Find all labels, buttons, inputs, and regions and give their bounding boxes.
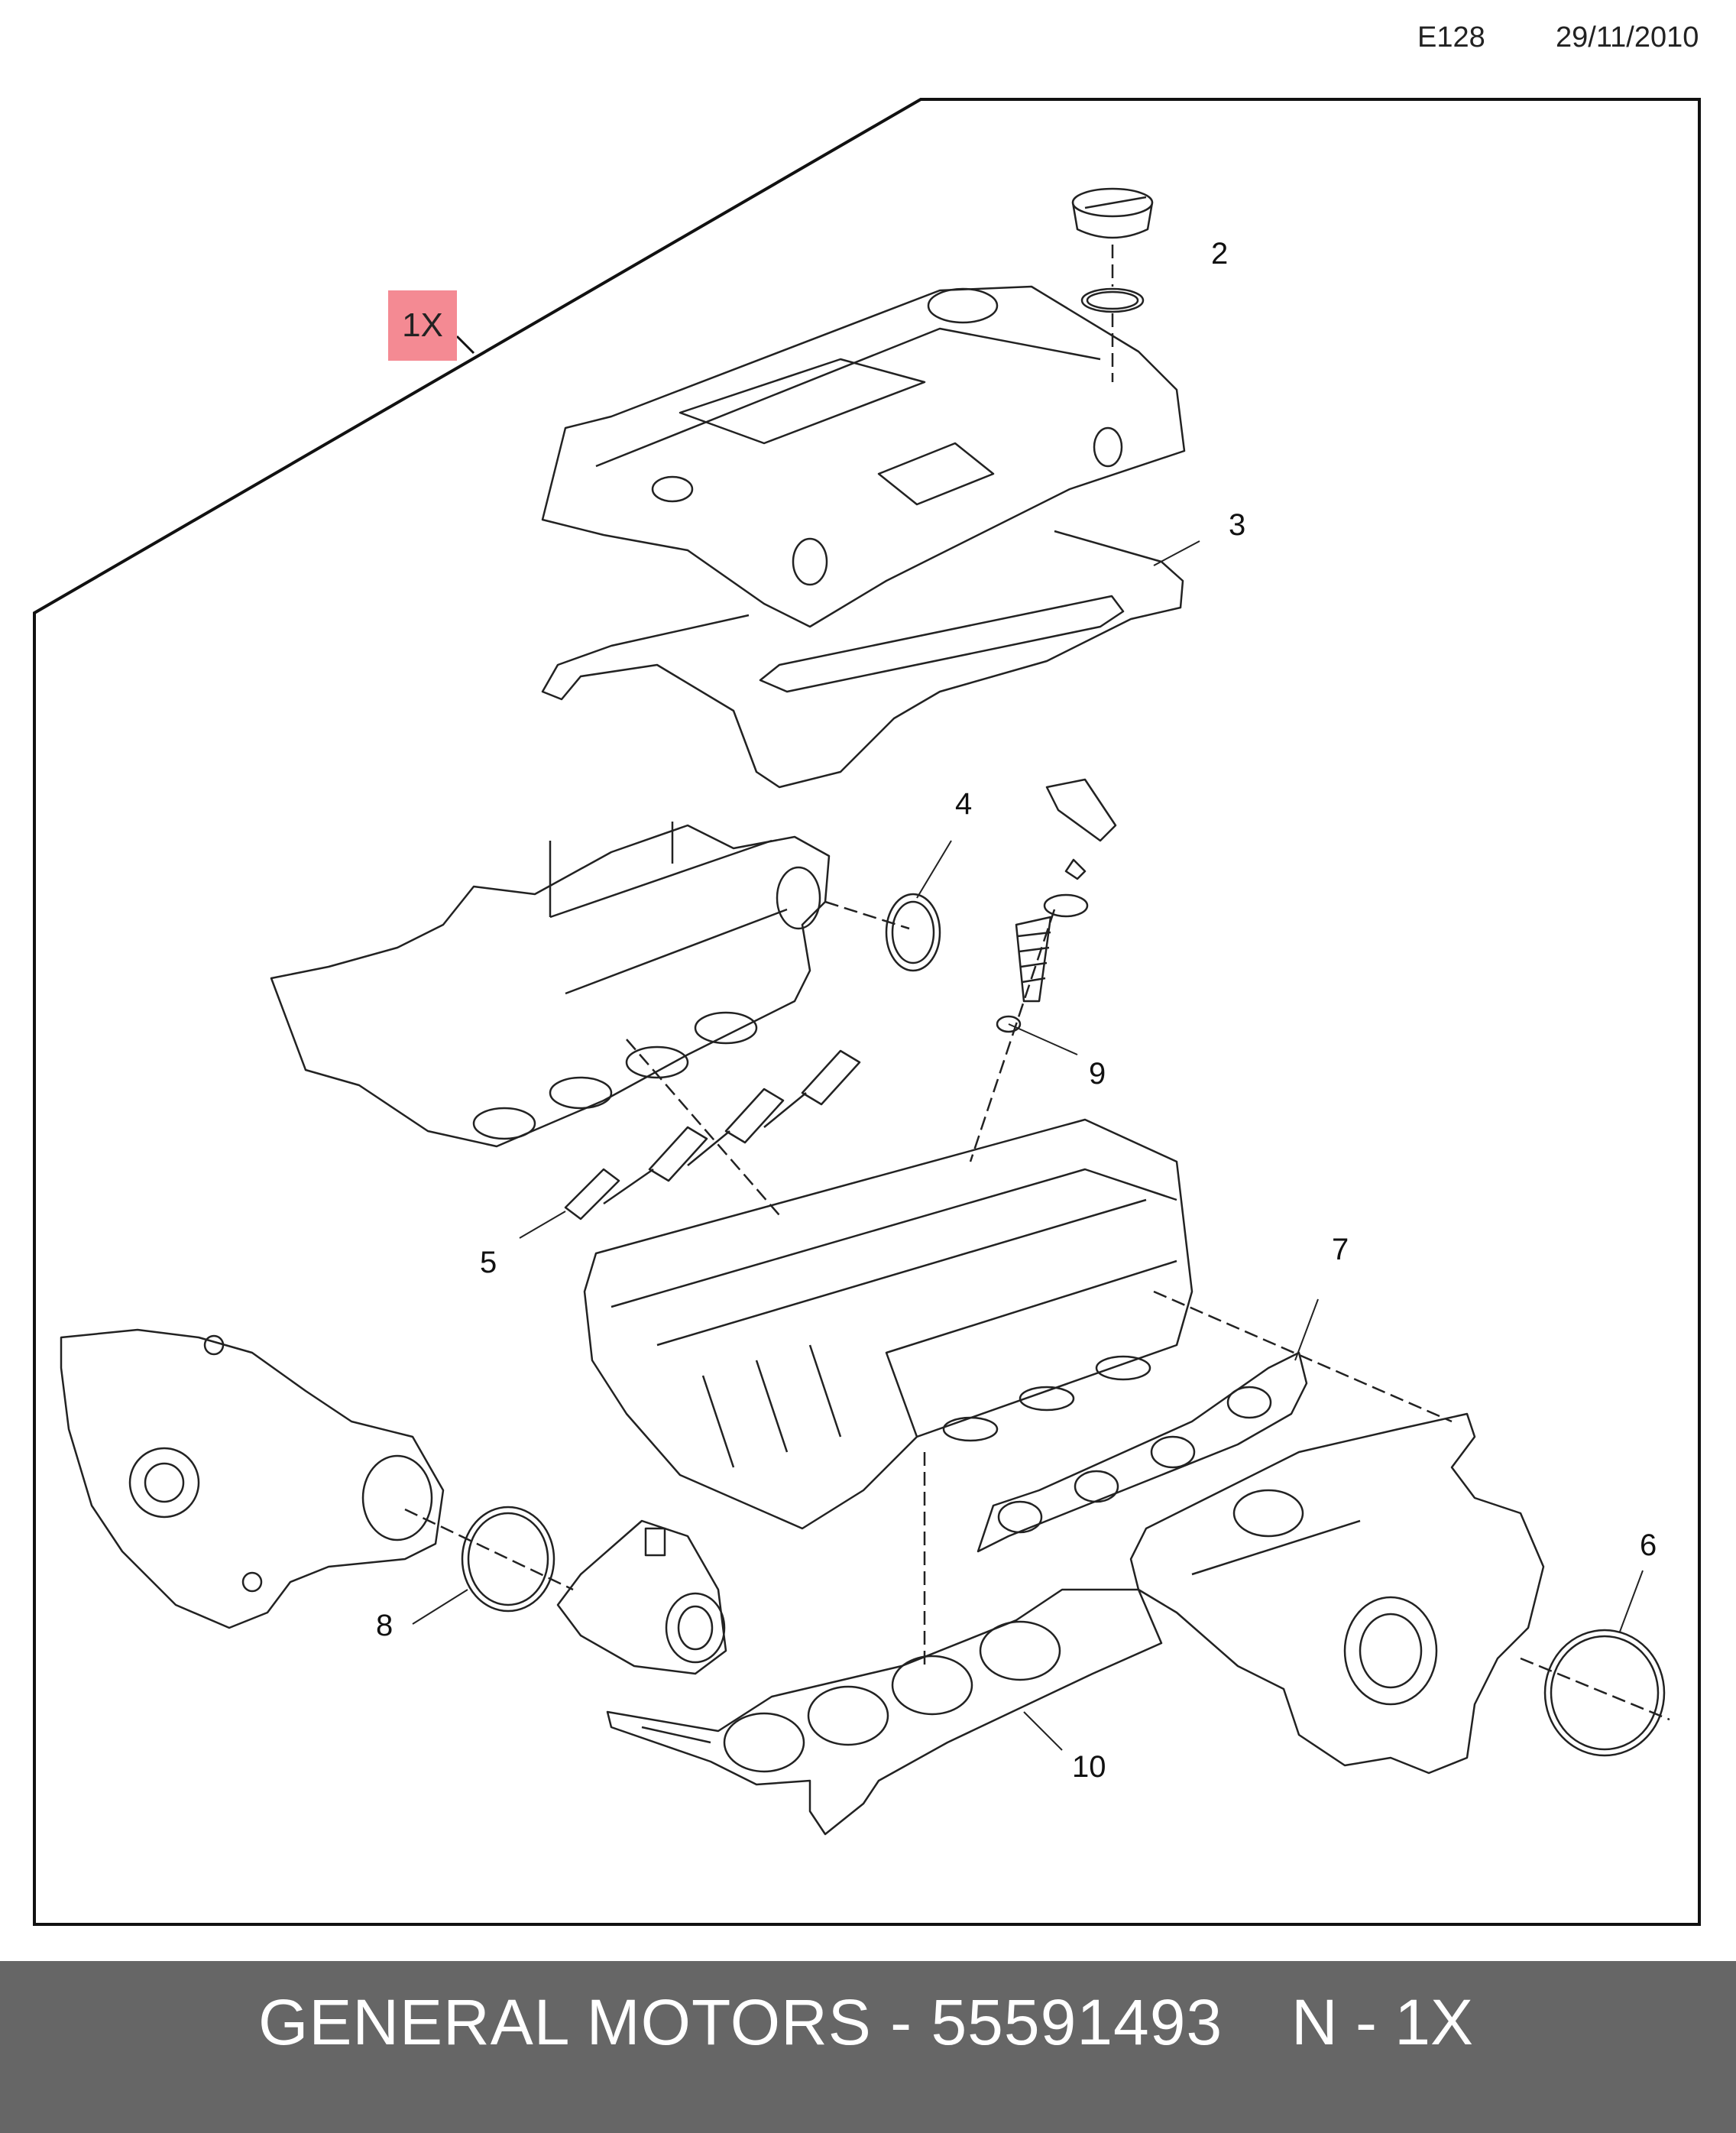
turbo-outlet-seal [1543, 1629, 1666, 1757]
valve-train-components [996, 778, 1117, 1033]
cylinder-head [583, 1118, 1194, 1530]
exploded-parts-diagram: 2 3 4 5 6 7 8 9 10 [33, 98, 1701, 1926]
quantity-text: N - 1X [1291, 1986, 1474, 2058]
cap-seal-ring [1080, 287, 1145, 313]
callout-7: 7 [1332, 1233, 1349, 1266]
callout-9: 9 [1089, 1057, 1106, 1091]
callout-3: 3 [1229, 508, 1245, 542]
kit-quantity-label: 1X [388, 290, 457, 361]
turbocharger [1129, 1412, 1545, 1775]
footer-banner: GENERAL MOTORS - 55591493 N - 1X [0, 1961, 1736, 2133]
intake-manifold [270, 822, 831, 1148]
thermostat-housing [60, 1328, 445, 1629]
callout-6: 6 [1640, 1528, 1657, 1562]
diagram-date: 29/11/2010 [1556, 21, 1699, 53]
throttle-body-seal [885, 893, 941, 972]
oil-filler-cap [1071, 187, 1154, 239]
kit-boundary [33, 98, 1701, 1926]
valve-cover-gasket [541, 530, 1184, 789]
callout-8: 8 [376, 1609, 393, 1642]
callout-2: 2 [1211, 237, 1228, 271]
kit-label-leader [455, 335, 475, 355]
thermostat-seal [461, 1506, 555, 1613]
exhaust-manifold-gasket [976, 1351, 1308, 1553]
diagram-code: E128 [1417, 21, 1485, 53]
callout-4: 4 [955, 787, 972, 821]
valve-cover [541, 285, 1186, 628]
part-number-text: GENERAL MOTORS - 55591493 [258, 1986, 1223, 2058]
intake-manifold-gaskets [564, 1049, 861, 1220]
callout-5: 5 [480, 1246, 497, 1279]
cylinder-head-gasket [606, 1588, 1163, 1836]
thermostat [556, 1519, 727, 1675]
callout-10: 10 [1072, 1750, 1106, 1784]
